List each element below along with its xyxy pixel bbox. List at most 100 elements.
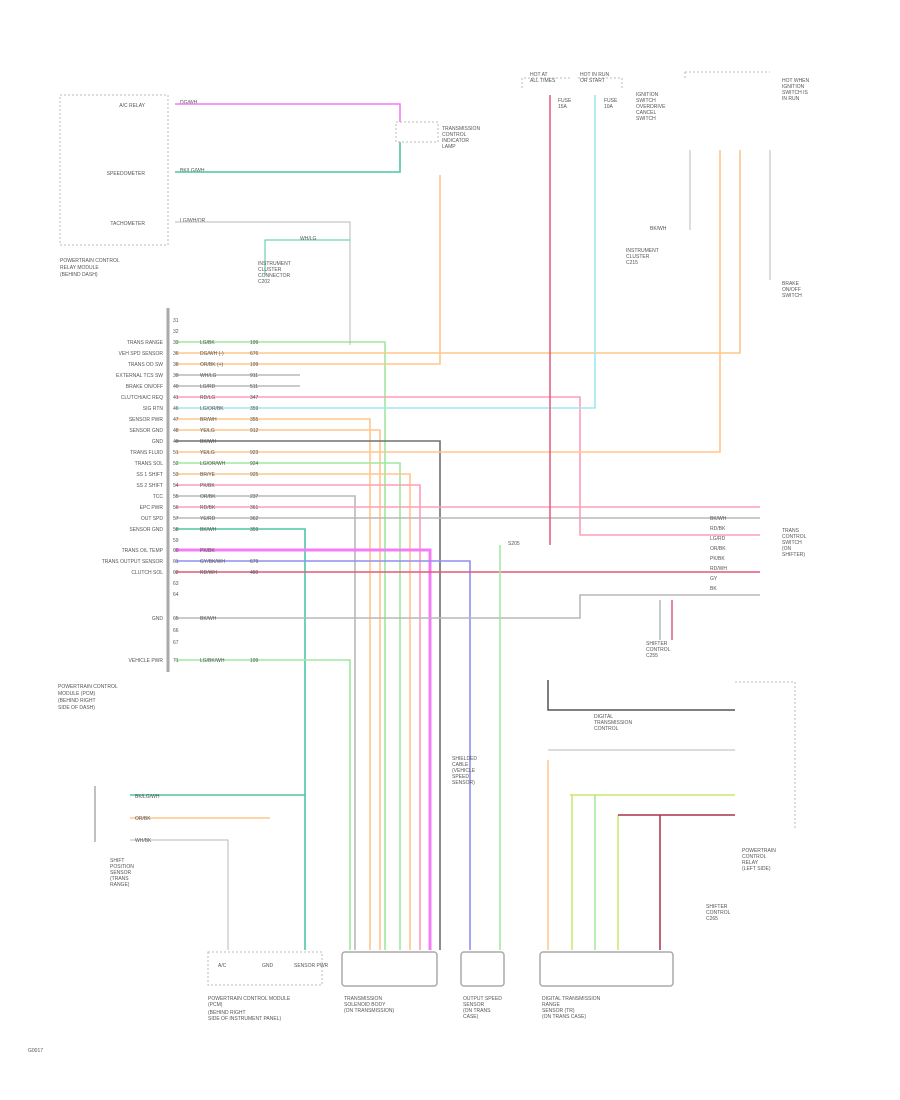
pcm-pin-function: TRANS FLUID	[130, 450, 163, 456]
brake-caption: ON/OFF	[782, 287, 801, 293]
wire-55	[175, 495, 356, 950]
right-conn-wire-label: BK/WH	[710, 516, 727, 522]
relay-caption: CONTROL	[742, 854, 767, 860]
pcm-pin-function: VEH SPD SENSOR	[119, 351, 164, 357]
right-conn-wire-label: RD/BK	[710, 526, 726, 532]
shift-conn-caption: CONTROL	[646, 647, 671, 653]
pcm-circuit-number: 912	[250, 428, 259, 434]
wire-71	[175, 659, 351, 950]
pcm-circuit-number: 911	[250, 373, 258, 379]
top-right-panel	[684, 71, 770, 80]
pcm-wire-color: OR/BK	[200, 494, 216, 500]
pcm-pin-function: TCC	[153, 494, 164, 500]
relay-caption: POWERTRAIN	[742, 848, 776, 854]
pcm-wire-color: LG/BK	[200, 340, 215, 346]
wire-ac-relay	[175, 103, 401, 122]
bottom-caption: TRANSMISSION	[344, 996, 382, 1002]
pcm-pin-number: 58	[173, 527, 179, 533]
right-lower-caption: CONTROL	[706, 910, 731, 916]
pcm-pin-number: 55	[173, 494, 179, 500]
relay-panel	[735, 681, 796, 830]
wire-65	[175, 594, 760, 619]
pcm-circuit-number: 199	[250, 362, 259, 368]
tl-row-label: TACHOMETER	[110, 221, 145, 227]
bottom-caption: (ON TRANS CASE)	[542, 1014, 586, 1020]
top-right-caption: IGNITION	[782, 84, 805, 90]
fuse-caption: HOT AT	[530, 72, 548, 78]
pcm-pin-number: 46	[173, 406, 179, 412]
lamp-caption: CONTROL	[442, 132, 467, 138]
pcm-pin-function: GND	[152, 439, 164, 445]
pcm-caption: (BEHIND RIGHT	[58, 698, 96, 704]
pcm-pin-function: BRAKE ON/OFF	[126, 384, 163, 390]
bottom-caption: (ON TRANSMISSION)	[344, 1008, 395, 1014]
pcm-pin-number: 63	[173, 581, 179, 587]
pcm-bottom-pin: GND	[262, 963, 274, 969]
right-lower-caption: SHIFTER	[706, 904, 728, 910]
pcm-pin-number: 62	[173, 570, 179, 576]
fuse2-label: FUSE	[604, 98, 618, 104]
junction-wire: WH/LG	[300, 236, 317, 242]
brake-caption: SWITCH	[782, 293, 802, 299]
pcm-wire-color: LG/OR/WH	[200, 461, 226, 467]
pcm-circuit-number: 237	[250, 494, 259, 500]
right-lower-caption: C265	[706, 916, 718, 922]
wire-junction	[264, 239, 350, 275]
pcm-pin-number: 40	[173, 384, 179, 390]
pcm-bottom-pin: A/C	[218, 963, 227, 969]
bottom-caption: (BEHIND RIGHT	[208, 1010, 246, 1016]
pcm-circuit-number: 361	[250, 505, 259, 511]
relay-caption: RELAY	[742, 860, 759, 866]
pcm-pin-function: TRANS OUTPUT SENSOR	[102, 559, 164, 565]
indicator-lamp-box	[395, 121, 439, 143]
top-right-caption: IN RUN	[782, 96, 800, 102]
pcm-pin-function: TRANS OIL TEMP	[122, 548, 164, 554]
pcm-circuit-number: 359	[250, 527, 259, 533]
pcm-circuit-number: 676	[250, 351, 259, 357]
pcm-circuit-number: 347	[250, 395, 259, 401]
pcm-pin-number: 53	[173, 472, 179, 478]
range-sensor-box	[539, 951, 674, 987]
pcm-pin-function: SS 2 SHIFT	[136, 483, 163, 489]
pcm-circuit-number: 679	[250, 559, 259, 565]
inline-caption: INSTRUMENT	[626, 248, 659, 254]
pcm-pin-number: 67	[173, 640, 179, 646]
right-conn-caption: CONTROL	[782, 534, 807, 540]
bottom-caption: RANGE	[542, 1002, 560, 1008]
bottom-caption: SOLENOID BODY	[344, 1002, 386, 1008]
pcm-circuit-number: 923	[250, 450, 259, 456]
pcm-pin-number: 47	[173, 417, 179, 423]
fuse-caption: HOT IN RUN	[580, 72, 609, 78]
fuse1-label: 15A	[558, 104, 568, 110]
fuse-caption: ALL TIMES	[530, 78, 556, 84]
fuse2-label: 10A	[604, 104, 614, 110]
pcm-pin-function: CLUTCH SOL	[131, 570, 163, 576]
wire-41	[175, 396, 760, 536]
ignition-caption: CANCEL	[636, 110, 657, 116]
junction-caption: CLUSTER	[258, 267, 282, 273]
pcm-wire-color: LG/RD	[200, 384, 216, 390]
pcm-wire-color: YE/RD	[200, 516, 216, 522]
lb-wire-label: WH/BK	[135, 838, 152, 844]
output-speed-sensor-box	[460, 951, 505, 987]
pcm-pin-number: 65	[173, 616, 179, 622]
pcm-wire-color: RD/WH	[200, 570, 217, 576]
junction-caption: INSTRUMENT	[258, 261, 291, 267]
tl-row-label: A/C RELAY	[119, 103, 145, 109]
right-conn-caption: TRANS	[782, 528, 800, 534]
top-right-caption: HOT WHEN	[782, 78, 810, 84]
pcm-pin-function: SIG RTN	[143, 406, 164, 412]
right-conn-caption: SWITCH	[782, 540, 802, 546]
wire-48	[175, 429, 381, 950]
inline-caption: CLUSTER	[626, 254, 650, 260]
pcm-pin-function: TRANS OD SW	[128, 362, 164, 368]
inline-caption: C215	[626, 260, 638, 266]
right-conn-wire-label: OR/BK	[710, 546, 726, 552]
tl-row-label: SPEEDOMETER	[107, 171, 146, 177]
fuse1-label: FUSE	[558, 98, 572, 104]
top-right-caption: SWITCH IS	[782, 90, 808, 96]
pcm-pin-number: 60	[173, 548, 179, 554]
pcm-pin-number: 41	[173, 395, 179, 401]
